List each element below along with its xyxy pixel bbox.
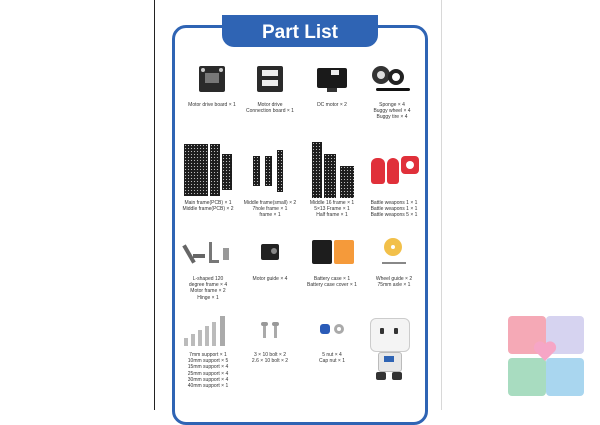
caption-line: 5×13 Frame × 1 — [314, 206, 350, 213]
caption-line: 3 × 10 bolt × 2 — [254, 352, 286, 358]
caption-line: 30mm support × 4 — [187, 376, 229, 383]
caption-line: Middle frame(PCB) × 2 — [182, 206, 234, 213]
caption-line: frame × 1 — [259, 212, 281, 219]
part-l-shaped-frame: L-shaped 120 degree frame × 4 Motor fram… — [176, 236, 240, 301]
caption-line: 2.6 × 10 bolt × 2 — [251, 358, 289, 365]
caption-line: Middle 16 frame × 1 — [309, 200, 355, 206]
caption-line: Connection board × 1 — [246, 108, 294, 115]
battery-case-image — [308, 236, 356, 270]
part-sponge-wheel-tire: Sponge × 4 Buggy wheel × 4 Buggy tire × … — [360, 64, 424, 121]
l-frame-image — [182, 236, 233, 270]
caption-line: Battle weapons 1 × 1 — [370, 206, 418, 213]
part-motor-drive-board: Motor drive board × 1 — [180, 64, 244, 108]
part-supports: 7mm support × 1 10mm support × 5 15mm su… — [176, 314, 240, 389]
caption-line: 5 nut × 4 — [322, 352, 342, 358]
part-middle-small-frame: Middle frame(small) × 2 7hole frame × 1 … — [238, 142, 302, 219]
caption-line: Buggy wheel × 4 — [373, 108, 411, 115]
puzzle-logo-icon — [500, 308, 596, 404]
part-dc-motor: DC motor × 2 — [300, 64, 364, 108]
caption-line: Buggy tire × 4 — [376, 114, 408, 121]
page-left-edge — [154, 0, 155, 410]
part-battery-case: Battery case × 1 Battery case cover × 1 — [300, 236, 364, 288]
caption-line: L-shaped 120 — [192, 276, 224, 282]
small-frame-image — [245, 142, 295, 198]
caption-line: 7hole frame × 1 — [252, 206, 288, 213]
part-nuts: 5 nut × 4 Cap nut × 1 — [300, 314, 364, 364]
nuts-image — [314, 314, 350, 348]
caption-line: DC motor × 2 — [317, 102, 347, 108]
supports-image — [180, 314, 236, 348]
caption-line: Motor drive — [257, 102, 283, 108]
caption-line: Motor guide × 4 — [252, 276, 288, 282]
caption-line: 10mm support × 5 — [187, 358, 229, 365]
part-middle16-frame: Middle 16 frame × 1 5×13 Frame × 1 Half … — [300, 142, 364, 219]
part-bolts: 3 × 10 bolt × 2 2.6 × 10 bolt × 2 — [238, 314, 302, 364]
dc-motor-image — [315, 64, 349, 94]
part-motor-drive-connection-board: Motor drive Connection board × 1 — [238, 64, 302, 114]
caption-line: Battle weapons 1 × 1 — [370, 200, 418, 206]
battle-weapons-image — [367, 142, 421, 198]
caption-line: Wheel guide × 2 — [375, 276, 413, 282]
page-right-edge — [441, 0, 442, 410]
pcb-frame-image — [180, 142, 236, 198]
wheel-guide-image — [374, 236, 414, 270]
caption-line: degree frame × 4 — [188, 282, 228, 289]
part-main-middle-frame: Main frame(PCB) × 1 Middle frame(PCB) × … — [176, 142, 240, 212]
caption-line: Middle frame(small) × 2 — [243, 200, 297, 206]
motor-guide-image — [255, 236, 285, 270]
robot-figure-icon — [366, 316, 412, 386]
part-battle-weapons: Battle weapons 1 × 1 Battle weapons 1 × … — [362, 142, 426, 219]
caption-line: Motor drive board × 1 — [188, 102, 236, 108]
wheel-tire-image — [370, 64, 414, 94]
caption-line: Sponge × 4 — [379, 102, 405, 108]
caption-line: 75mm axle × 1 — [377, 282, 411, 289]
caption-line: 15mm support × 4 — [187, 364, 229, 371]
part-wheel-guide: Wheel guide × 2 75mm axle × 1 — [362, 236, 426, 288]
part-motor-guide: Motor guide × 4 — [238, 236, 302, 282]
connection-board-image — [255, 64, 285, 94]
caption-line: Main frame(PCB) × 1 — [184, 200, 232, 206]
page-title: Part List — [222, 15, 378, 47]
caption-line: 7mm support × 1 — [189, 352, 227, 358]
caption-line: Motor frame × 2 — [190, 288, 226, 295]
caption-line: Hinge × 1 — [197, 294, 219, 301]
caption-line: 40mm support × 1 — [187, 383, 229, 390]
caption-line: Cap nut × 1 — [319, 358, 345, 365]
caption-line: Half frame × 1 — [316, 212, 348, 219]
caption-line: Battery case × 1 — [313, 276, 351, 282]
caption-line: Battle weapons 5 × 1 — [370, 212, 418, 219]
motor-drive-board-image — [197, 64, 227, 94]
bolts-image — [255, 314, 285, 348]
middle16-frame-image — [304, 142, 360, 198]
caption-line: Battery case cover × 1 — [307, 282, 357, 289]
caption-line: 25mm support × 4 — [187, 370, 229, 377]
